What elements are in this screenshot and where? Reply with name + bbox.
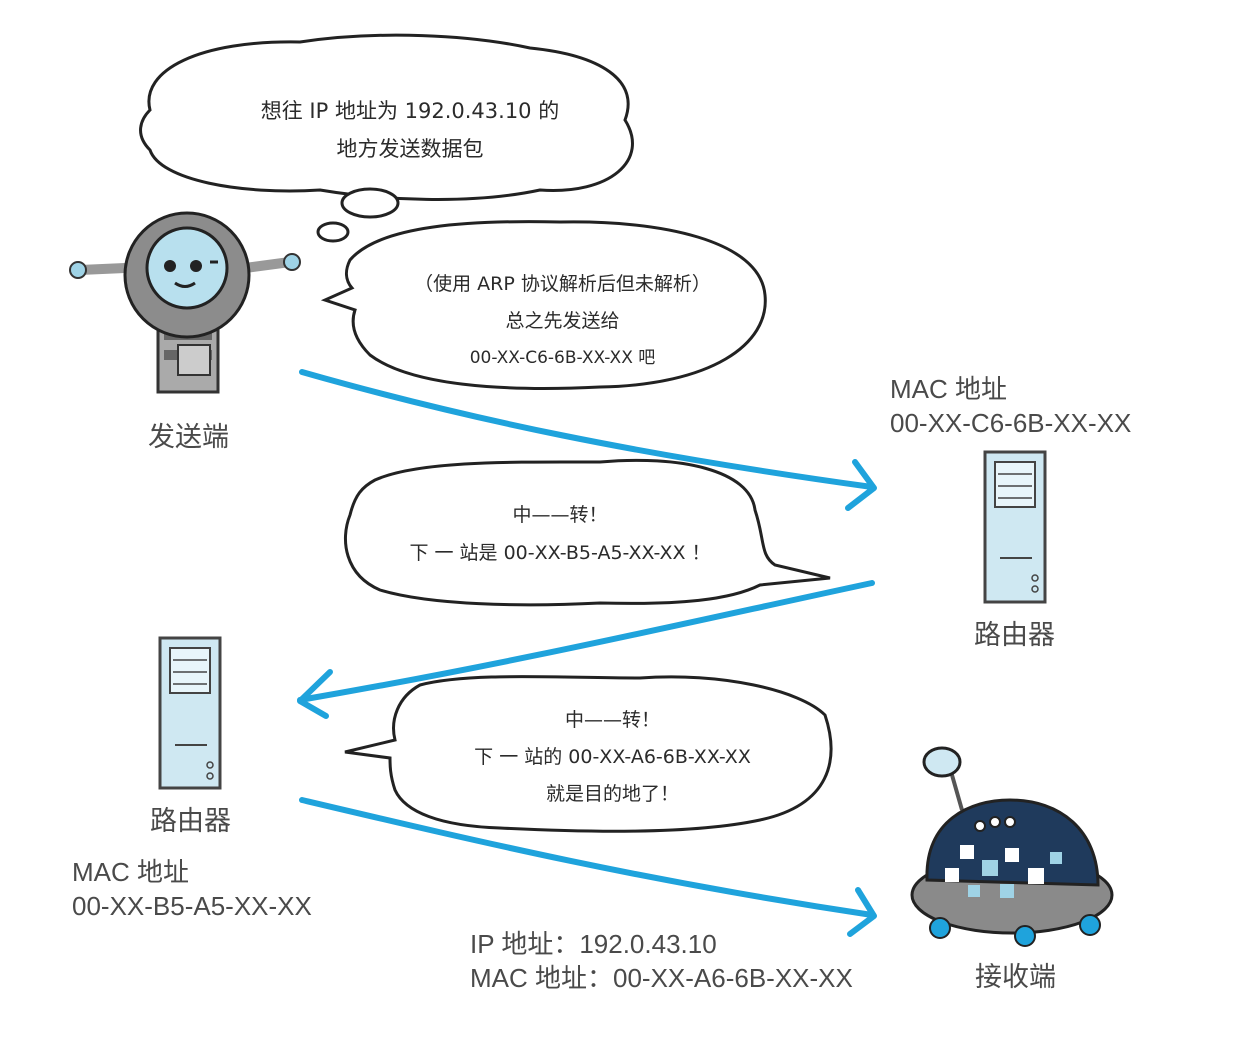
router2-server-icon <box>158 636 222 790</box>
router2-speech-bubble <box>344 675 833 833</box>
router2-speech-line-3: 就是目的地了！ <box>545 783 679 805</box>
thought-line-1: 想往 IP 地址为 192.0.43.10 的 <box>260 99 560 123</box>
router2-label: 路由器 <box>150 806 231 836</box>
sender-robot-icon <box>69 211 301 394</box>
router1-speech-text: 中——转！ 下 一 站是 00-XX-B5-A5-XX-XX ！ <box>370 496 750 572</box>
sender-speech-line-2: 总之先发送给 <box>505 310 620 332</box>
sender-speech-line-1: （使用 ARP 协议解析后但未解析） <box>414 273 711 295</box>
sender-speech-bubble <box>320 220 767 390</box>
receiver-robot-icon <box>910 746 1114 947</box>
router1-mac-title: MAC 地址 <box>890 374 1008 404</box>
thought-text: 想往 IP 地址为 192.0.43.10 的 地方发送数据包 <box>230 92 590 168</box>
router1-mac-block: MAC 地址 00-XX-C6-6B-XX-XX <box>890 372 1131 440</box>
arrow-head-3 <box>847 887 877 937</box>
router1-speech-line-2: 下 一 站是 00-XX-B5-A5-XX-XX ！ <box>409 542 711 564</box>
thought-line-2: 地方发送数据包 <box>336 137 484 161</box>
router2-mac-title: MAC 地址 <box>72 857 190 887</box>
router1-label: 路由器 <box>974 620 1055 650</box>
arrow-router1-to-router2 <box>297 580 875 703</box>
router2-mac-value: 00-XX-B5-A5-XX-XX <box>72 891 312 921</box>
router2-speech-line-2: 下 一 站的 00-XX-A6-6B-XX-XX <box>474 746 751 768</box>
router1-mac-value: 00-XX-C6-6B-XX-XX <box>890 408 1132 438</box>
router2-mac-block: MAC 地址 00-XX-B5-A5-XX-XX <box>72 855 312 923</box>
arrow-sender-to-router1 <box>299 369 875 490</box>
receiver-mac-line: MAC 地址：00-XX-A6-6B-XX-XX <box>470 963 853 993</box>
receiver-address-block: IP 地址：192.0.43.10 MAC 地址：00-XX-A6-6B-XX-… <box>470 927 853 995</box>
arrow-router2-to-receiver <box>299 797 875 918</box>
sender-speech-text: （使用 ARP 协议解析后但未解析） 总之先发送给 00-XX-C6-6B-XX… <box>365 266 760 377</box>
arrow-head-1 <box>845 459 877 511</box>
arrow-head-2 <box>297 669 333 719</box>
router2-speech-line-1: 中——转！ <box>564 709 660 731</box>
sender-speech-line-3: 00-XX-C6-6B-XX-XX 吧 <box>469 348 656 368</box>
router1-speech-line-1: 中——转！ <box>512 504 608 526</box>
receiver-ip-line: IP 地址：192.0.43.10 <box>470 929 717 959</box>
flow-arrows <box>297 369 877 937</box>
router1-server-icon <box>983 450 1047 604</box>
router1-speech-bubble <box>343 458 831 607</box>
router2-speech-text: 中——转！ 下 一 站的 00-XX-A6-6B-XX-XX 就是目的地了！ <box>415 702 810 813</box>
receiver-label: 接收端 <box>975 962 1056 992</box>
sender-label: 发送端 <box>148 422 229 452</box>
thought-bubble <box>139 33 634 243</box>
